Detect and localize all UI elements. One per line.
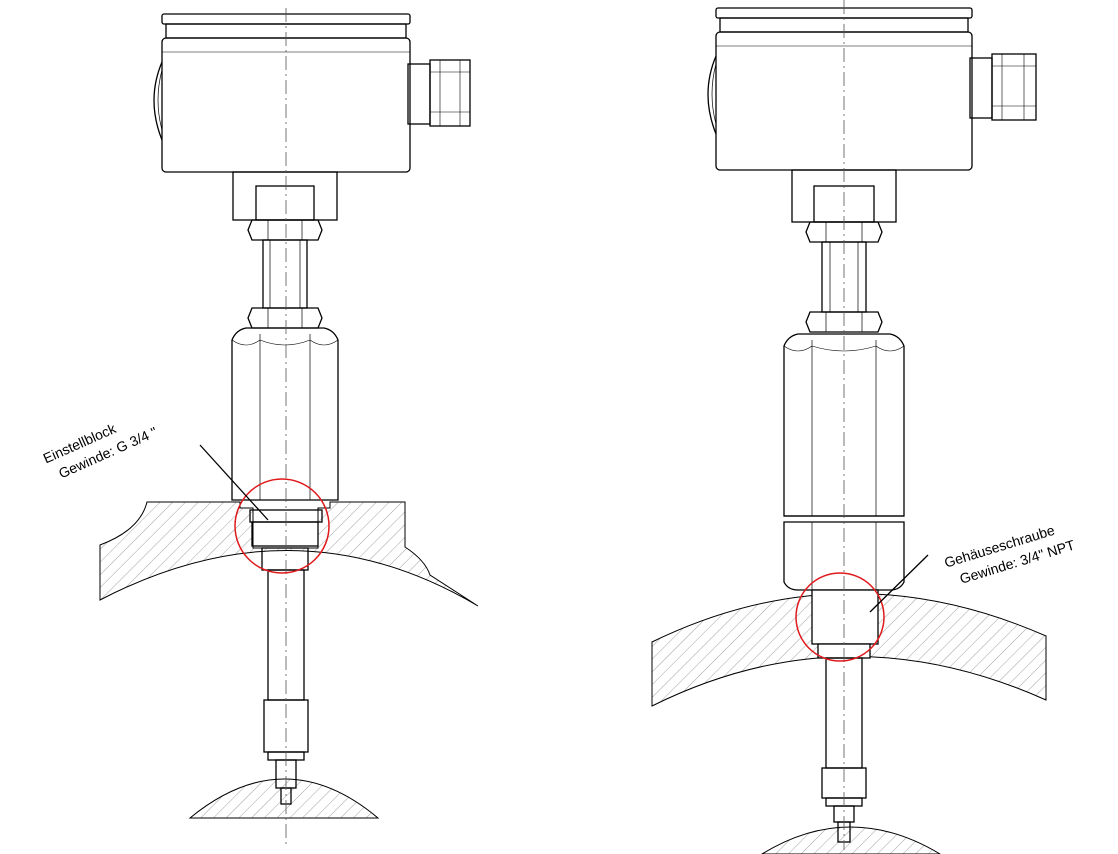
left-callout-label: Einstellblock Gewinde: G 3/4 " — [41, 420, 160, 482]
right-housing — [707, 7, 1037, 171]
left-vessel-wall — [99, 501, 479, 607]
right-assembly — [651, 7, 1047, 854]
left-target-arc — [188, 778, 380, 819]
left-assembly — [99, 13, 479, 819]
right-leader-line — [869, 554, 929, 613]
left-housing — [153, 13, 471, 173]
left-leader-line — [199, 444, 269, 521]
right-highlight-circle — [795, 572, 885, 662]
left-highlight-circle — [234, 478, 330, 574]
right-callout-label: Gehäuseschraube Gewinde: 3/4" NPT — [942, 522, 1077, 587]
right-target-arc — [761, 826, 941, 854]
